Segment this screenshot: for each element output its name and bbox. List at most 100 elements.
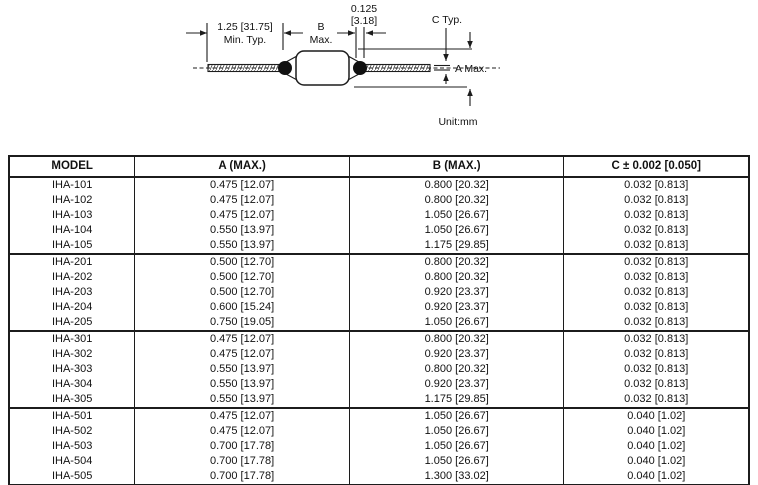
table-cell: IHA-302 — [8, 347, 136, 362]
table-cell: 0.920 [23.37] — [348, 377, 565, 392]
table-cell: 0.040 [1.02] — [563, 454, 750, 469]
table-cell: 0.032 [0.813] — [563, 238, 750, 254]
table-cell: IHA-303 — [8, 362, 136, 377]
table-cell: 0.500 [12.70] — [134, 285, 350, 300]
table-cell: 0.920 [23.37] — [348, 300, 565, 315]
header-c-tol: C ± 0.002 [0.050] — [563, 156, 750, 178]
table-cell: 0.920 [23.37] — [348, 347, 565, 362]
table-cell: IHA-105 — [8, 238, 136, 254]
right-lead — [365, 63, 431, 73]
table-cell: IHA-205 — [8, 315, 136, 331]
table-cell: IHA-102 — [8, 193, 136, 208]
table-cell: 1.050 [26.67] — [348, 223, 565, 238]
dim-b-qualifier: Max. — [310, 34, 333, 46]
table-cell: IHA-305 — [8, 392, 136, 408]
right-bead — [353, 61, 367, 75]
table-cell: 0.800 [20.32] — [348, 362, 565, 377]
table-cell: 0.700 [17.78] — [134, 454, 350, 469]
table-cell: 0.032 [0.813] — [563, 270, 750, 285]
table-cell: 0.040 [1.02] — [563, 407, 750, 424]
table-cell: 0.550 [13.97] — [134, 392, 350, 408]
table-cell: 0.475 [12.07] — [134, 330, 350, 347]
table-cell: IHA-204 — [8, 300, 136, 315]
table-cell: IHA-502 — [8, 424, 136, 439]
table-cell: 0.800 [20.32] — [348, 330, 565, 347]
table-cell: IHA-301 — [8, 330, 136, 347]
table-cell: 0.040 [1.02] — [563, 424, 750, 439]
header-model: MODEL — [8, 156, 136, 178]
dim-lead-length-qualifier: Min. Typ. — [224, 34, 266, 46]
table-cell: 1.050 [26.67] — [348, 407, 565, 424]
table-cell: 1.050 [26.67] — [348, 439, 565, 454]
table-cell: 0.475 [12.07] — [134, 407, 350, 424]
table-cell: 0.032 [0.813] — [563, 392, 750, 408]
table-cell: 0.920 [23.37] — [348, 285, 565, 300]
left-bead — [278, 61, 292, 75]
table-cell: 1.050 [26.67] — [348, 208, 565, 223]
table-cell: IHA-505 — [8, 469, 136, 485]
table-cell: 0.475 [12.07] — [134, 208, 350, 223]
table-cell: 1.050 [26.67] — [348, 315, 565, 331]
table-cell: 0.550 [13.97] — [134, 362, 350, 377]
table-cell: 0.032 [0.813] — [563, 377, 750, 392]
table-cell: 0.032 [0.813] — [563, 285, 750, 300]
table-cell: 0.700 [17.78] — [134, 469, 350, 485]
unit-label: Unit:mm — [438, 116, 477, 128]
spec-table: MODEL A (MAX.) B (MAX.) C ± 0.002 [0.050… — [8, 155, 750, 485]
table-cell: IHA-103 — [8, 208, 136, 223]
component-body — [295, 50, 350, 86]
table-cell: 0.032 [0.813] — [563, 347, 750, 362]
c-typ-label: C Typ. — [432, 14, 462, 26]
table-cell: 0.800 [20.32] — [348, 193, 565, 208]
table-cell: 0.500 [12.70] — [134, 253, 350, 270]
table-cell: IHA-101 — [8, 176, 136, 193]
table-cell: 0.550 [13.97] — [134, 377, 350, 392]
header-a-max: A (MAX.) — [134, 156, 350, 178]
table-cell: 1.175 [29.85] — [348, 238, 565, 254]
table-cell: 1.050 [26.67] — [348, 454, 565, 469]
left-lead — [207, 63, 283, 73]
table-cell: IHA-203 — [8, 285, 136, 300]
table-cell: 0.600 [15.24] — [134, 300, 350, 315]
table-cell: 0.032 [0.813] — [563, 208, 750, 223]
table-cell: 0.475 [12.07] — [134, 347, 350, 362]
table-cell: 0.700 [17.78] — [134, 439, 350, 454]
table-cell: IHA-202 — [8, 270, 136, 285]
table-cell: 0.550 [13.97] — [134, 223, 350, 238]
table-cell: 0.032 [0.813] — [563, 300, 750, 315]
table-cell: IHA-501 — [8, 407, 136, 424]
table-cell: 0.500 [12.70] — [134, 270, 350, 285]
dim-b-label: B — [317, 21, 324, 33]
table-cell: 0.032 [0.813] — [563, 193, 750, 208]
table-cell: 0.032 [0.813] — [563, 330, 750, 347]
table-cell: IHA-503 — [8, 439, 136, 454]
table-cell: 0.032 [0.813] — [563, 253, 750, 270]
dim-bead-label: 0.125 — [351, 3, 377, 15]
dim-lead-length-label: 1.25 [31.75] — [217, 21, 273, 33]
table-cell: 0.800 [20.32] — [348, 253, 565, 270]
table-cell: 1.300 [33.02] — [348, 469, 565, 485]
table-cell: 0.800 [20.32] — [348, 270, 565, 285]
table-cell: 0.032 [0.813] — [563, 362, 750, 377]
table-cell: 0.475 [12.07] — [134, 193, 350, 208]
table-cell: 1.175 [29.85] — [348, 392, 565, 408]
table-cell: IHA-504 — [8, 454, 136, 469]
